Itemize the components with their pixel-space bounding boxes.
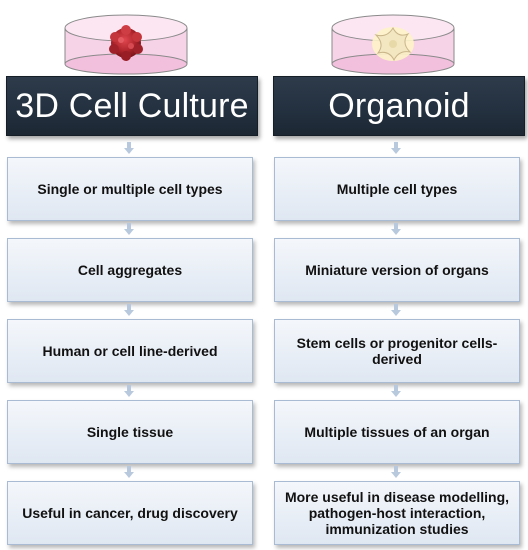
title-3d-cell-culture: 3D Cell Culture — [6, 76, 258, 136]
feature-box: Multiple cell types — [274, 157, 520, 221]
feature-box: Human or cell line-derived — [7, 319, 253, 383]
down-arrow-icon — [124, 223, 134, 235]
column-3d-cell-culture: 3D Cell Culture Single or multiple cell … — [6, 0, 258, 550]
down-arrow-icon — [124, 466, 134, 478]
feature-box: Stem cells or progenitor cells-derived — [274, 319, 520, 383]
down-arrow-icon — [391, 142, 401, 154]
feature-box: Single tissue — [7, 400, 253, 464]
feature-box: Cell aggregates — [7, 238, 253, 302]
column-organoid: Organoid Multiple cell types Miniature v… — [273, 0, 525, 550]
feature-box: Useful in cancer, drug discovery — [7, 481, 253, 545]
down-arrow-icon — [391, 304, 401, 316]
down-arrow-icon — [391, 466, 401, 478]
title-organoid: Organoid — [273, 76, 525, 136]
petri-dish-cell-aggregate-icon — [64, 14, 188, 75]
petri-dish-organoid-icon — [331, 14, 455, 75]
feature-box: Miniature version of organs — [274, 238, 520, 302]
down-arrow-icon — [124, 142, 134, 154]
down-arrow-icon — [124, 385, 134, 397]
down-arrow-icon — [391, 385, 401, 397]
feature-box: Multiple tissues of an organ — [274, 400, 520, 464]
feature-box: More useful in disease modelling, pathog… — [274, 481, 520, 545]
down-arrow-icon — [124, 304, 134, 316]
down-arrow-icon — [391, 223, 401, 235]
feature-box: Single or multiple cell types — [7, 157, 253, 221]
